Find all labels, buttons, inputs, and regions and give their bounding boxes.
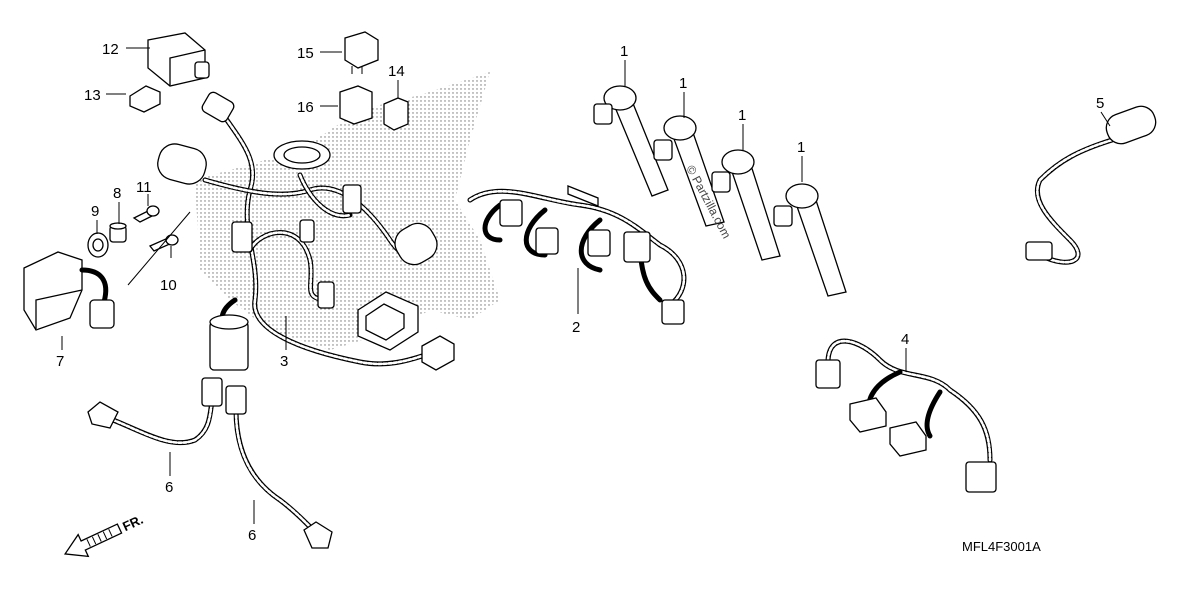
ignition-coil-1a <box>593 85 669 197</box>
callout-1a: 1 <box>620 43 628 60</box>
sensor-lead-6a <box>87 377 223 446</box>
ignition-coil-1c <box>711 149 781 261</box>
callout-3: 3 <box>280 353 288 370</box>
grommet-9 <box>87 232 109 258</box>
fuse-12 <box>383 97 409 131</box>
switch-unit-7 <box>23 251 115 331</box>
relay-13 <box>344 31 379 74</box>
callout-11: 13 <box>84 87 101 104</box>
callout-15: 11 <box>136 179 152 196</box>
sub-harness-4 <box>815 338 997 493</box>
callout-8: 8 <box>113 185 121 202</box>
callout-1c: 1 <box>738 107 746 124</box>
callouts: 12 13 15 14 16 11 8 9 10 7 3 6 6 2 1 1 1… <box>56 41 1104 544</box>
callout-10: 12 <box>102 41 119 58</box>
callout-1d: 1 <box>797 139 805 156</box>
callout-13: 15 <box>297 45 314 62</box>
callout-5: 5 <box>1096 95 1104 112</box>
callout-1b: 1 <box>679 75 687 92</box>
callout-6b: 6 <box>248 527 256 544</box>
callout-12: 14 <box>388 63 405 80</box>
sensor-lead-6b <box>225 385 333 549</box>
callout-9: 9 <box>91 203 99 220</box>
bolt-15 <box>132 205 160 223</box>
diagram-code: MFL4F3001A <box>962 539 1041 554</box>
sensor-lead-5 <box>1025 105 1157 265</box>
relay-cap <box>129 85 161 113</box>
callout-14: 16 <box>297 99 314 116</box>
callout-6a: 6 <box>165 479 173 496</box>
collar-8 <box>109 222 127 243</box>
main-harness <box>157 91 455 371</box>
front-direction-arrow: FR. <box>63 512 145 558</box>
relay-14 <box>339 85 373 125</box>
direction-label: FR. <box>120 512 145 534</box>
ignition-coil-1b <box>653 115 725 227</box>
leader-lines <box>61 47 1111 524</box>
relay-box <box>147 32 210 87</box>
callout-16: 10 <box>160 277 177 294</box>
callout-7: 7 <box>56 353 64 370</box>
sub-harness-2 <box>467 185 687 325</box>
callout-4: 4 <box>901 331 909 348</box>
callout-2: 2 <box>572 319 580 336</box>
ignition-coil-1d <box>773 183 847 297</box>
